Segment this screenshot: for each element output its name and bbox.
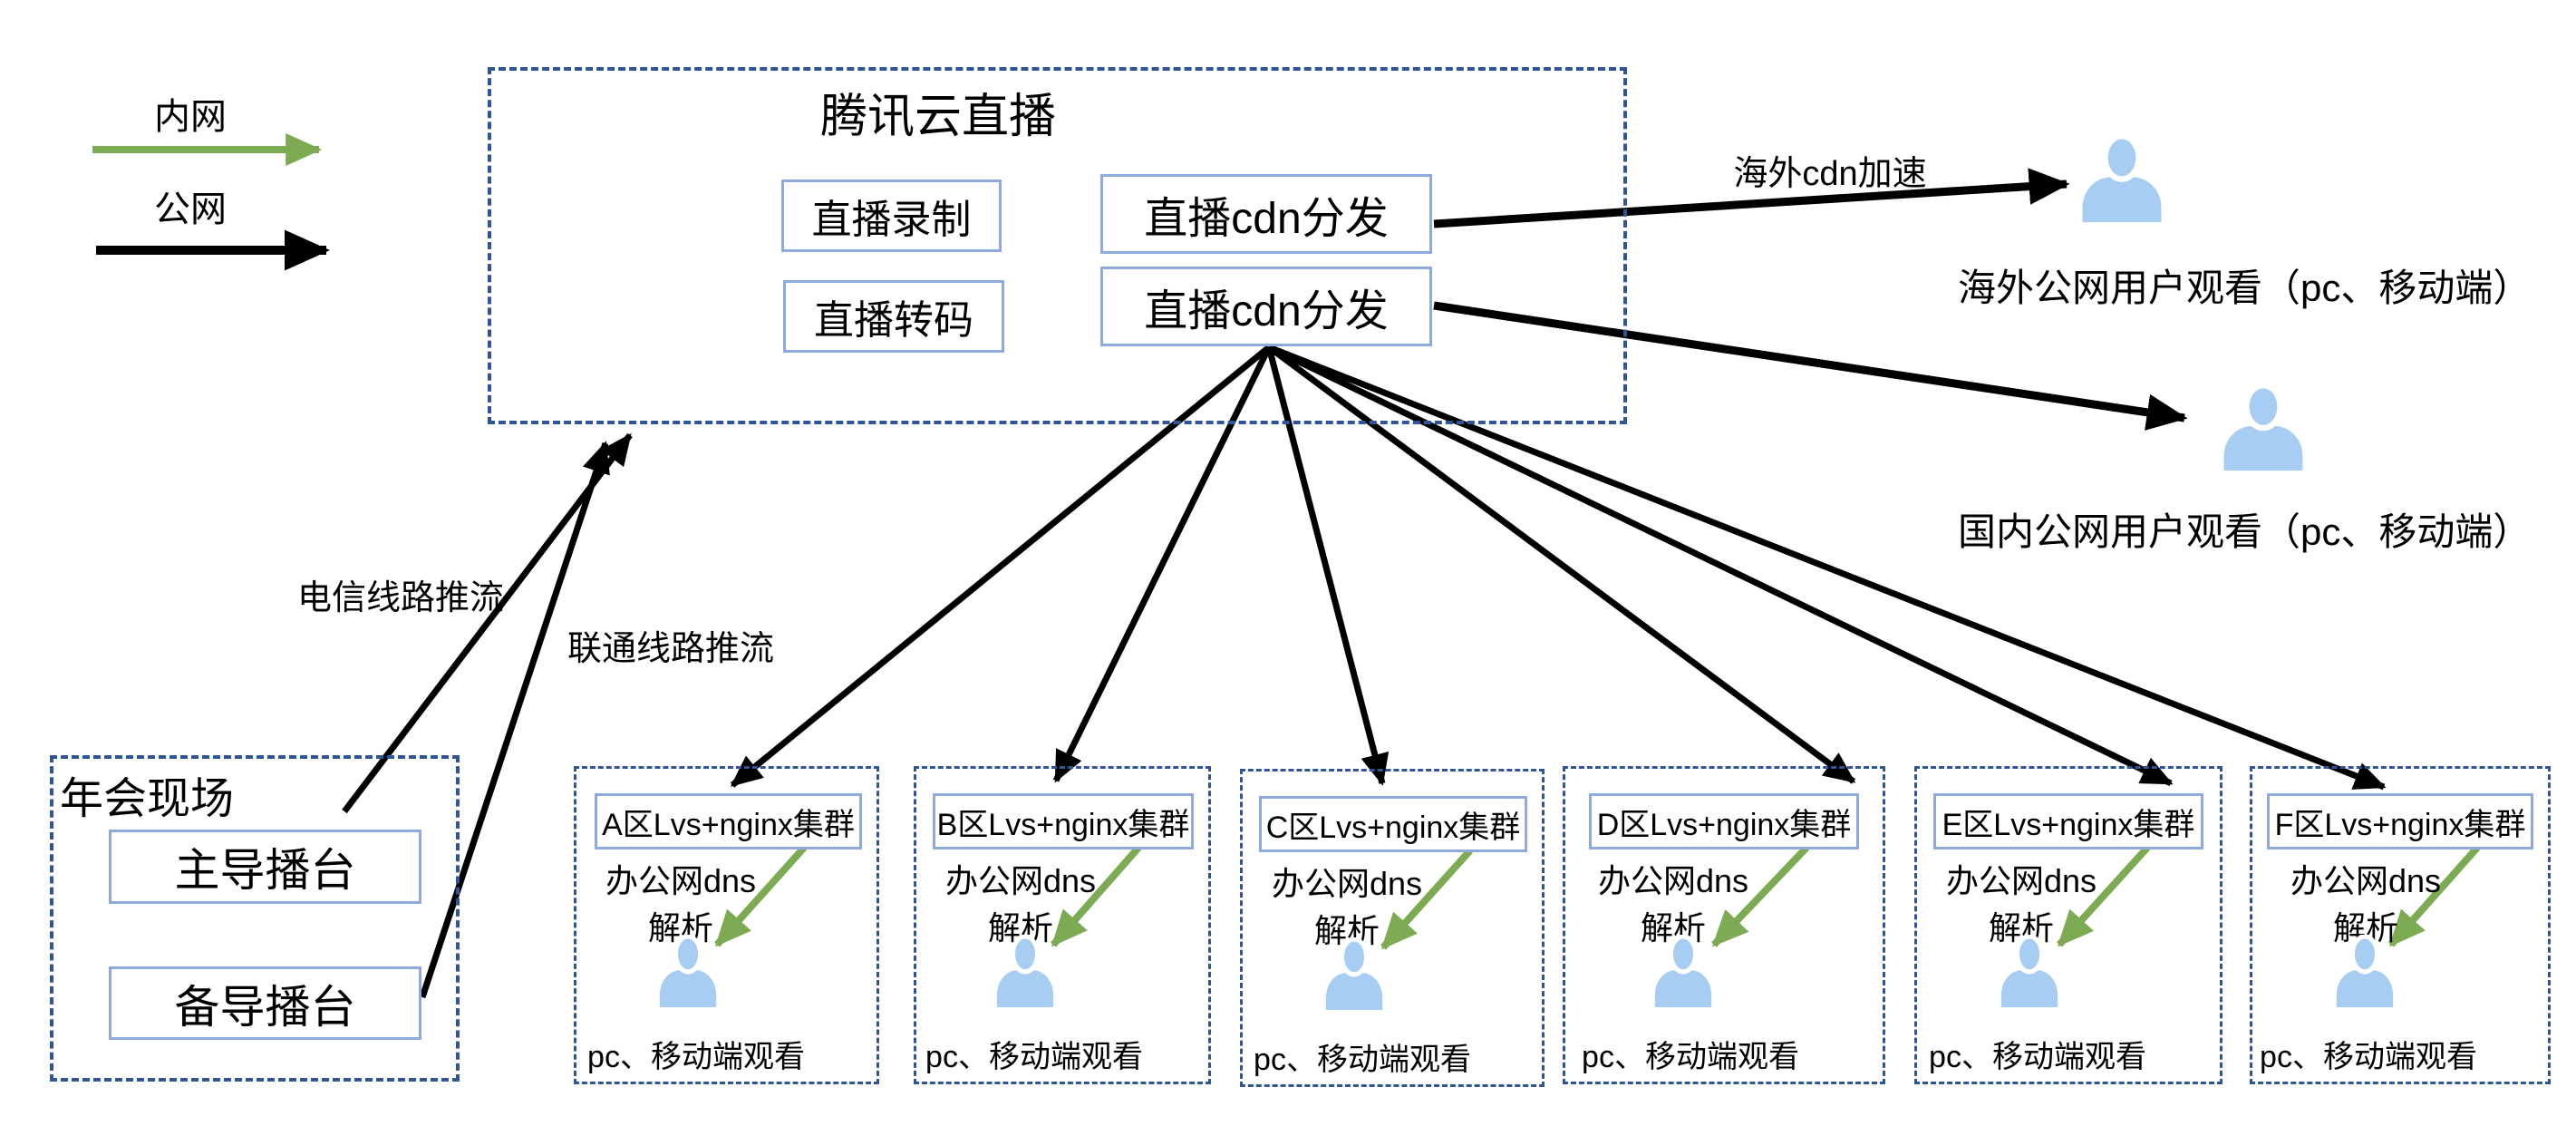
legend-public-label: 公网	[154, 189, 227, 229]
live-record-box: 直播录制	[781, 180, 1002, 252]
cluster-d-watch-label: pc、移动端观看	[1582, 1040, 1799, 1074]
cloud-live-title: 腾讯云直播	[819, 91, 1056, 143]
cluster-d-name-box: D区Lvs+nginx集群	[1589, 793, 1859, 849]
cluster-a-watch-label: pc、移动端观看	[587, 1040, 805, 1074]
cluster-e-user-icon	[1995, 935, 2064, 1007]
overseas-cdn-label: 海外cdn加速	[1733, 155, 1927, 193]
venue-title: 年会现场	[60, 775, 235, 823]
live-cdn-box-top: 直播cdn分发	[1100, 174, 1432, 254]
cluster-c-watch-label: pc、移动端观看	[1254, 1043, 1471, 1077]
venue-box	[50, 755, 460, 1082]
cluster-e-watch-label: pc、移动端观看	[1929, 1040, 2146, 1074]
telecom-push-label: 电信线路推流	[296, 579, 504, 617]
backup-studio-box: 备导播台	[109, 966, 421, 1040]
cluster-e-name-box: E区Lvs+nginx集群	[1933, 793, 2203, 849]
legend-intranet-label: 内网	[154, 97, 227, 137]
cloud-live-box	[488, 67, 1627, 424]
domestic-viewer-label: 国内公网用户观看（pc、移动端）	[1958, 510, 2532, 553]
cluster-f-user-icon	[2330, 935, 2399, 1007]
cluster-c-user-icon	[1320, 937, 1389, 1010]
cluster-a-name-box: A区Lvs+nginx集群	[595, 793, 862, 849]
live-transcode-box: 直播转码	[783, 280, 1004, 353]
primary-studio-box: 主导播台	[109, 830, 421, 904]
cluster-d-user-icon	[1649, 935, 1718, 1007]
domestic-user-icon	[2215, 383, 2311, 471]
cluster-f-name-box: F区Lvs+nginx集群	[2267, 793, 2533, 849]
live-cdn-box-bottom: 直播cdn分发	[1100, 267, 1432, 346]
unicom-push-label: 联通线路推流	[567, 630, 774, 668]
overseas-viewer-label: 海外公网用户观看（pc、移动端）	[1958, 267, 2532, 309]
cluster-a-user-icon	[654, 935, 722, 1007]
overseas-user-icon	[2074, 134, 2170, 222]
cluster-b-user-icon	[991, 935, 1060, 1007]
cluster-c-name-box: C区Lvs+nginx集群	[1259, 796, 1527, 852]
cluster-b-name-box: B区Lvs+nginx集群	[933, 793, 1194, 849]
cluster-f-watch-label: pc、移动端观看	[2260, 1040, 2477, 1074]
cluster-b-watch-label: pc、移动端观看	[925, 1040, 1143, 1074]
